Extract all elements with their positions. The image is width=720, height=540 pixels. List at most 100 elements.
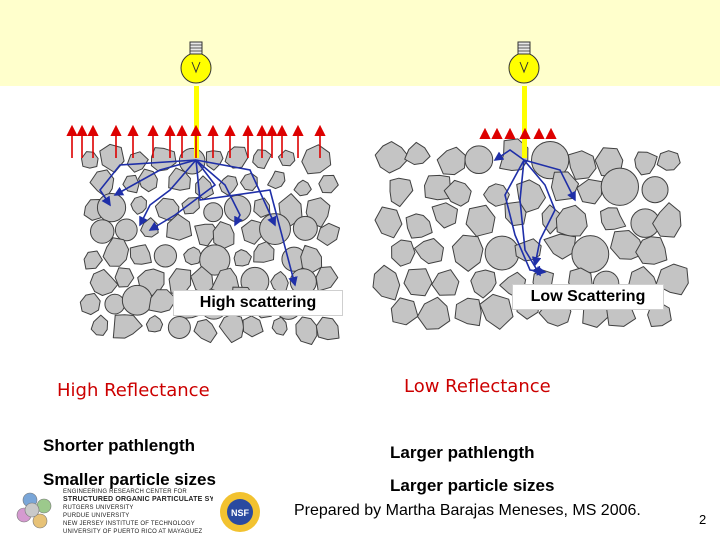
particle (301, 144, 332, 175)
light-sources (180, 41, 540, 84)
particle (292, 215, 318, 241)
bulb-filament (519, 61, 529, 74)
particle (277, 149, 296, 167)
bulb-filament (191, 61, 201, 74)
particle (224, 146, 249, 169)
particle (403, 268, 433, 297)
particle (470, 269, 497, 299)
particle (464, 145, 494, 175)
particle (79, 292, 101, 316)
particle (479, 293, 514, 330)
particle (414, 238, 444, 265)
scatter-ray (523, 159, 556, 267)
logo-line-1: ENGINEERING RESEARCH CENTER FOR (63, 489, 187, 495)
particle (315, 266, 339, 292)
particle (81, 151, 99, 169)
particle (656, 150, 681, 171)
particle (436, 146, 466, 176)
scatter-ray (113, 159, 197, 196)
page-number: 2 (699, 512, 707, 527)
particle (89, 169, 115, 199)
particle (96, 193, 127, 223)
particle (389, 177, 414, 208)
particle (205, 150, 224, 171)
light-bulb-icon (180, 41, 212, 84)
particle (652, 202, 682, 238)
scatter-ray (195, 159, 243, 227)
particle (484, 235, 520, 271)
particle (104, 293, 126, 315)
molecule-logo-icon (16, 492, 52, 529)
particle (166, 213, 193, 241)
shorter-pathlength-text: Shorter pathlength (43, 436, 196, 455)
credit-text: Prepared by Martha Barajas Meneses, MS 2… (294, 502, 641, 519)
particle (293, 179, 312, 197)
nsf-seal-text: NSF (231, 508, 250, 518)
particle (655, 263, 689, 296)
particle (424, 174, 451, 201)
particle (543, 233, 577, 260)
particle (242, 315, 264, 338)
particle (634, 151, 658, 176)
particle (194, 223, 219, 247)
particle (431, 269, 460, 296)
larger-pathlength-text: Larger pathlength (390, 443, 535, 462)
particle (121, 284, 153, 316)
particle (372, 264, 401, 301)
particle (145, 315, 164, 333)
scatter-rays (99, 149, 576, 287)
particle (391, 239, 416, 267)
particle (600, 167, 639, 206)
particle (390, 297, 419, 326)
particle (374, 206, 403, 239)
high-scattering-label: High scattering (173, 290, 343, 316)
particle (193, 319, 218, 344)
scatter-ray (195, 159, 298, 287)
nsf-seal-icon: NSF (220, 492, 260, 532)
logo-line-3: RUTGERS UNIVERSITY (63, 505, 134, 511)
low-scattering-label: Low Scattering (512, 284, 664, 310)
larger-particle-sizes-text: Larger particle sizes (390, 476, 555, 495)
particle (199, 244, 231, 276)
particle (516, 179, 546, 214)
particle (567, 150, 597, 180)
logos: NSF (16, 492, 260, 532)
particle (148, 289, 177, 313)
logo-line-2: STRUCTURED ORGANIC PARTICULATE SYSTEMS (63, 496, 213, 503)
particle (405, 213, 433, 239)
scatter-ray (493, 149, 525, 161)
particle (90, 314, 109, 336)
particle (102, 237, 130, 267)
particle (259, 213, 291, 245)
particle (600, 207, 627, 231)
light-bulb-icon (508, 41, 540, 84)
particle (114, 218, 138, 242)
light-beams (194, 86, 527, 158)
particle (295, 316, 318, 345)
nsf-seal-globe (227, 499, 253, 525)
scatter-ray (519, 159, 541, 277)
particle (122, 174, 140, 194)
particle (315, 316, 340, 341)
scatter-ray (99, 159, 197, 207)
particle (267, 170, 286, 190)
particle (318, 174, 339, 194)
particle (129, 244, 152, 265)
particle (576, 178, 603, 205)
particle (316, 222, 340, 246)
low-reflectance-label: Low Reflectance (404, 376, 551, 397)
bulb-glass (508, 52, 540, 84)
particle (454, 297, 482, 327)
particle (150, 147, 177, 172)
particle (571, 235, 610, 273)
particle (271, 316, 288, 336)
particle (404, 141, 431, 165)
logo-line-6: UNIVERSITY OF PUERTO RICO AT MAYAGUEZ (63, 529, 203, 535)
particle (167, 315, 191, 339)
particle (153, 244, 178, 268)
particle (443, 179, 472, 207)
particle (233, 249, 252, 267)
particle (212, 221, 235, 250)
particle (83, 250, 103, 270)
particle (252, 149, 272, 169)
